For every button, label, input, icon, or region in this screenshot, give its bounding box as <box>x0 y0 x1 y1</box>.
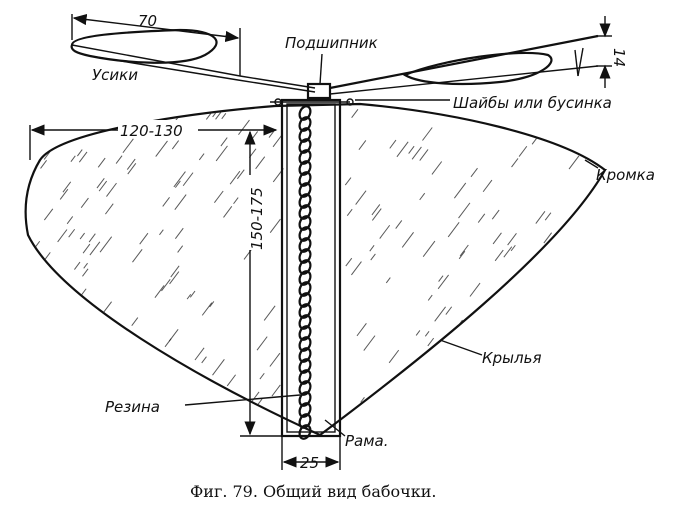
wings-label: Крылья <box>482 349 541 367</box>
washers-label: Шайбы или бусинка <box>453 94 612 112</box>
propeller-length-label: 70 <box>138 12 157 30</box>
dimensions: 70 14 120-130 150-175 25 <box>29 12 628 472</box>
frame-height-label: 150-175 <box>248 187 266 250</box>
edge-label: Кромка <box>596 166 655 184</box>
bearing-label: Подшипник <box>285 34 378 52</box>
wings <box>24 102 607 437</box>
blade-height-label: 14 <box>610 48 628 67</box>
figure-caption: Фиг. 79. Общий вид бабочки. <box>190 482 436 501</box>
propeller-label: Усики <box>92 66 138 84</box>
annotations: Подшипник Усики Шайбы или бусинка Кромка… <box>92 34 655 450</box>
frame-width-label: 25 <box>300 454 319 472</box>
rubber-label: Резина <box>105 398 160 416</box>
rubber-band <box>298 105 312 440</box>
frame-label: Рама. <box>345 432 389 450</box>
bearing <box>306 82 332 100</box>
propeller <box>70 28 599 106</box>
wing-width-label: 120-130 <box>120 122 183 140</box>
